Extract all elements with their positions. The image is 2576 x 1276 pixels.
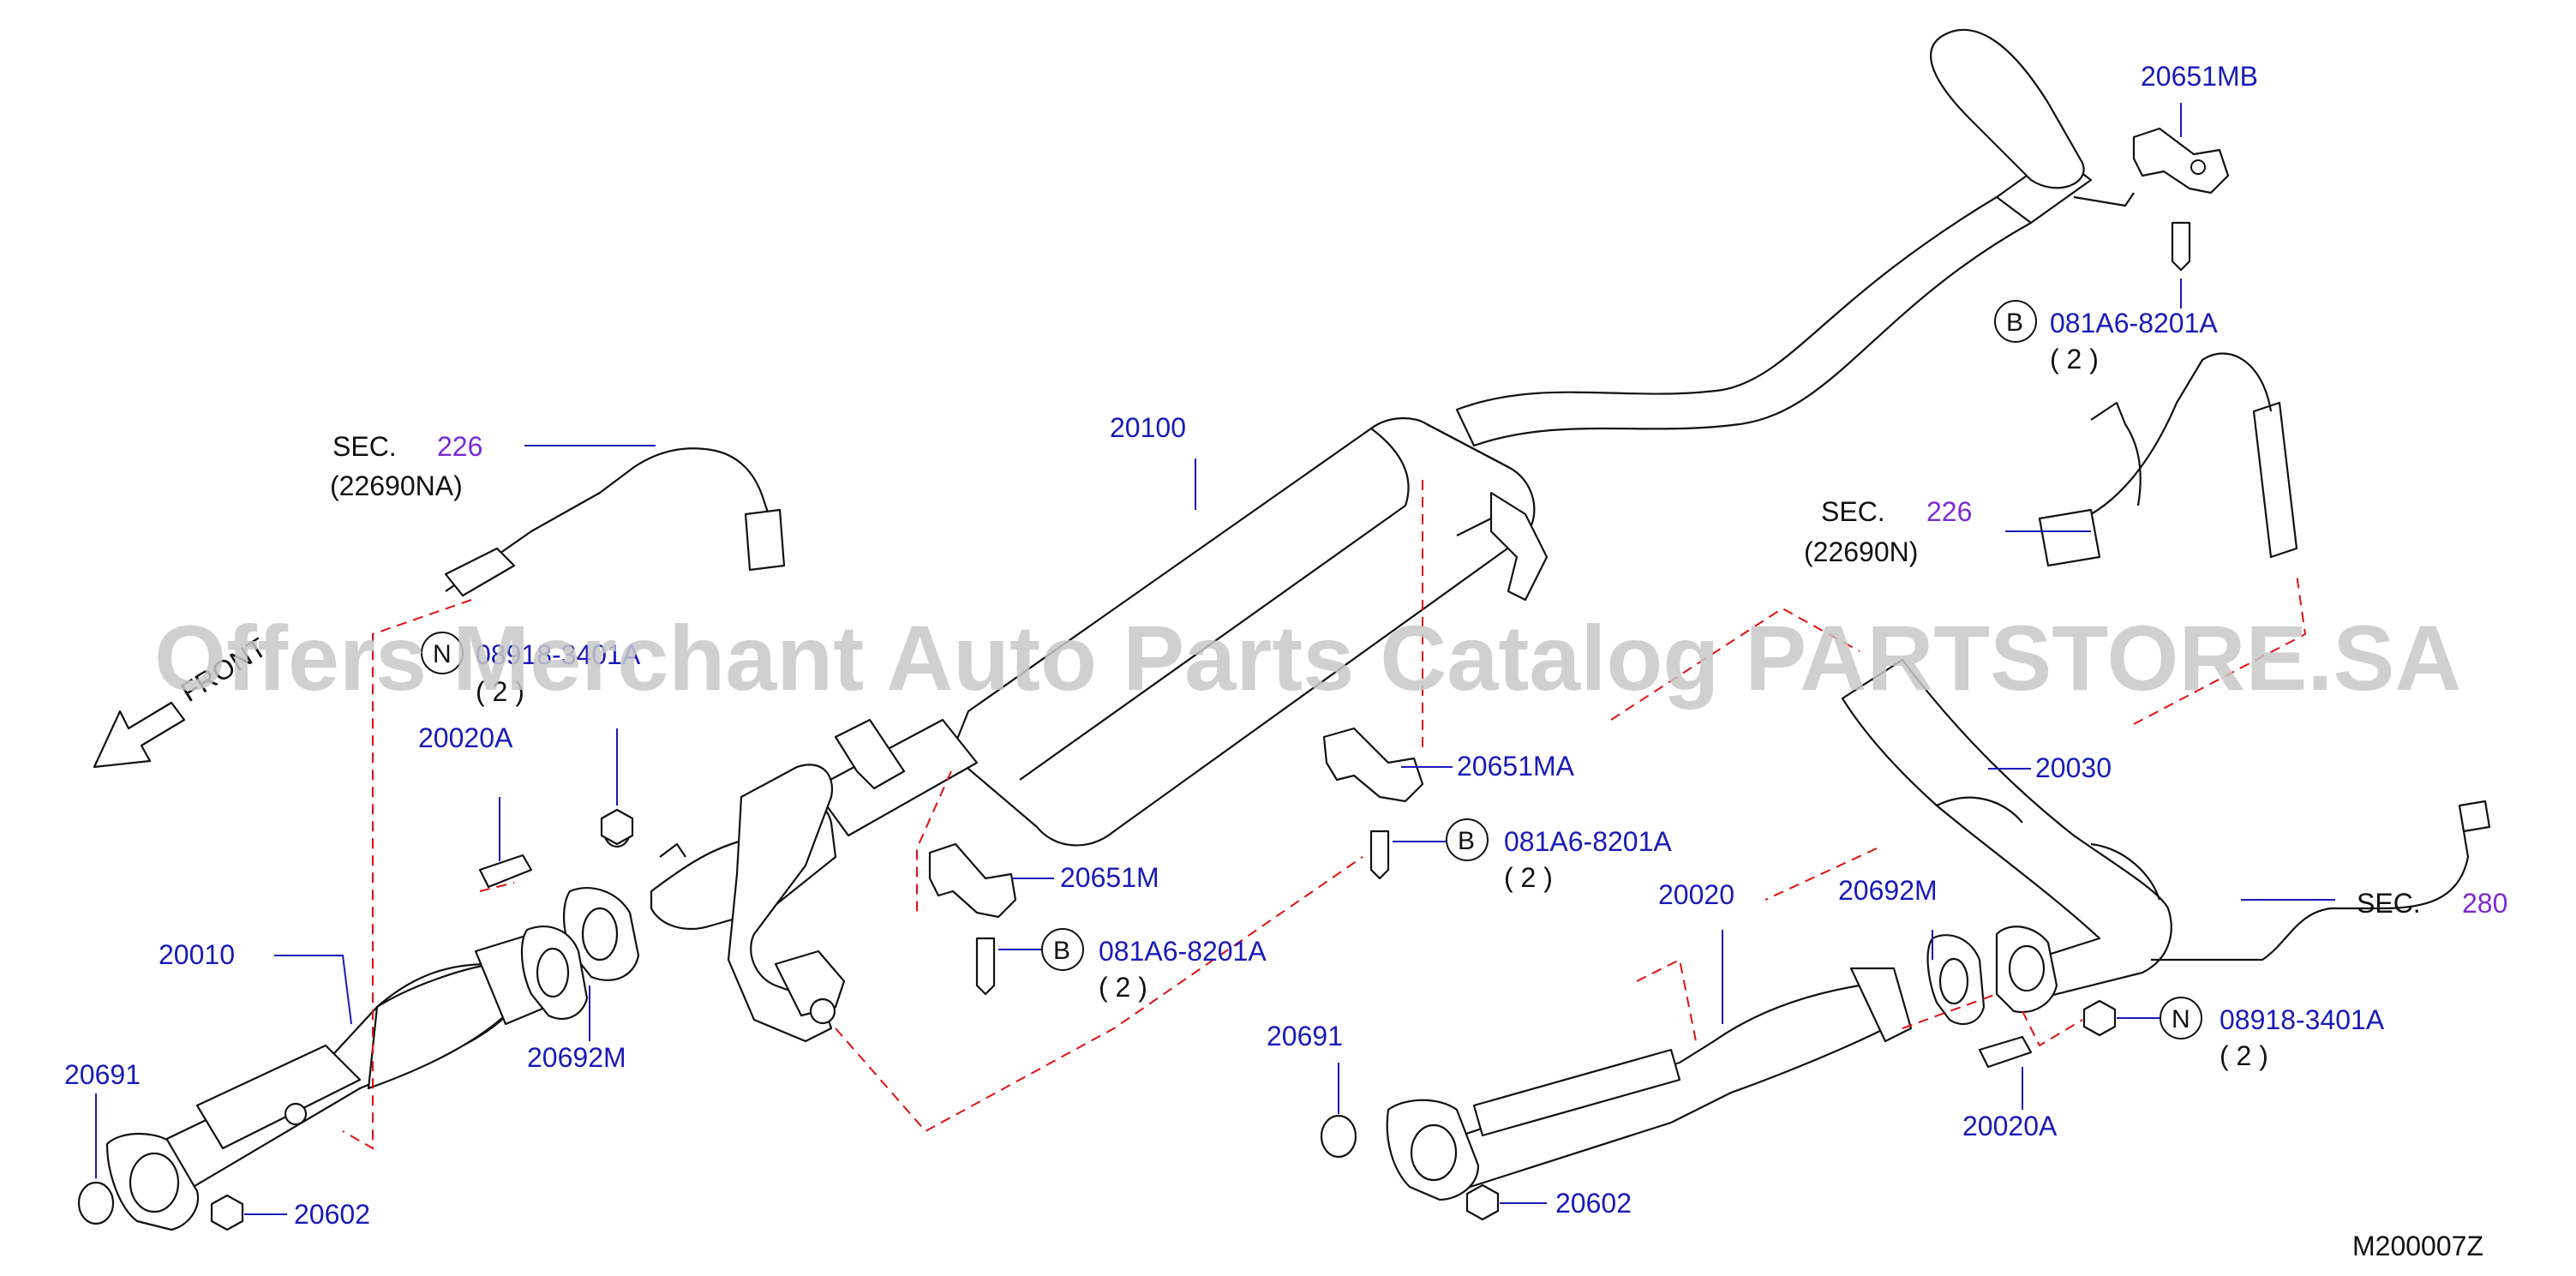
left-catalyst-pipe bbox=[105, 932, 559, 1231]
label-20020A-left: 20020A bbox=[418, 722, 513, 753]
sec-label-left: SEC. bbox=[332, 431, 397, 462]
svg-text:( 2 ): ( 2 ) bbox=[476, 676, 524, 707]
stud-right bbox=[1978, 1035, 2033, 1069]
sec-226-right-sub: (22690N) bbox=[1804, 536, 1918, 567]
assembly-lines bbox=[342, 480, 2307, 1150]
label-20651M: 20651M bbox=[1060, 862, 1159, 893]
sec-226-left: 226 bbox=[437, 431, 482, 462]
svg-text:N: N bbox=[433, 640, 452, 668]
ring-gasket-right bbox=[1320, 1114, 1357, 1159]
bolt-symbol-circle bbox=[1446, 818, 1489, 861]
nut-right bbox=[2082, 999, 2117, 1037]
svg-text:N: N bbox=[2172, 1005, 2190, 1033]
svg-text:( 2 ): ( 2 ) bbox=[1504, 862, 1553, 893]
ring-gasket-left bbox=[77, 1181, 115, 1225]
label-20020A-right: 20020A bbox=[1962, 1111, 2058, 1141]
sec-280: 280 bbox=[2462, 888, 2507, 919]
sec-label-280: SEC. bbox=[2357, 888, 2421, 919]
svg-text:B: B bbox=[2006, 309, 2023, 337]
nut-20602-left bbox=[210, 1194, 244, 1231]
label-20010: 20010 bbox=[159, 939, 235, 970]
label-20691-left: 20691 bbox=[64, 1059, 141, 1090]
sec-label-right: SEC. bbox=[1821, 496, 1885, 527]
svg-text:( 2 ): ( 2 ) bbox=[2220, 1040, 2268, 1071]
leader-lines bbox=[95, 103, 2335, 1215]
bolt-symbol-circle bbox=[1994, 300, 2037, 343]
svg-text:B: B bbox=[1458, 827, 1475, 855]
bolt-symbol-circle bbox=[1041, 928, 1084, 971]
svg-text:081A6-8201A: 081A6-8201A bbox=[1099, 936, 1267, 967]
bolt-callout-mid: B 081A6-8201A ( 2 ) bbox=[1446, 818, 1672, 893]
nut-20602-right bbox=[1465, 1183, 1500, 1221]
svg-text:08918-3401A: 08918-3401A bbox=[476, 639, 641, 670]
bolt-callout-top: B 081A6-8201A ( 2 ) bbox=[1994, 300, 2218, 374]
svg-text:B: B bbox=[1053, 937, 1070, 965]
bolt-callout-low: B 081A6-8201A ( 2 ) bbox=[1041, 928, 1267, 1003]
nut-callout-right: N 08918-3401A ( 2 ) bbox=[2160, 997, 2385, 1071]
watermark: Offers Merchant Auto Parts Catalog PARTS… bbox=[154, 606, 2461, 710]
svg-text:081A6-8201A: 081A6-8201A bbox=[1504, 826, 1672, 857]
label-20692M-left: 20692M bbox=[527, 1042, 626, 1073]
label-20651MB: 20651MB bbox=[2141, 61, 2258, 92]
fastener-callouts: B 081A6-8201A ( 2 ) B 081A6-8201A ( 2 ) … bbox=[421, 300, 2385, 1071]
svg-text:08918-3401A: 08918-3401A bbox=[2220, 1004, 2385, 1035]
section-refs: SEC. 226 (22690NA) SEC. 226 (22690N) SEC… bbox=[330, 431, 2507, 919]
svg-text:( 2 ): ( 2 ) bbox=[2050, 344, 2099, 374]
nut-symbol-circle bbox=[421, 632, 464, 674]
sec-226-left-sub: (22690NA) bbox=[330, 470, 463, 501]
right-pipes bbox=[1386, 658, 2172, 1201]
muffler-assembly bbox=[812, 28, 2135, 847]
oxygen-sensors bbox=[444, 352, 2491, 961]
label-20602-left: 20602 bbox=[294, 1199, 370, 1230]
label-20692M-right: 20692M bbox=[1838, 875, 1938, 906]
sec-226-right: 226 bbox=[1926, 496, 1972, 527]
nut-upper-left bbox=[600, 808, 634, 846]
label-20030: 20030 bbox=[2035, 752, 2112, 783]
diagram-code: M200007Z bbox=[2352, 1231, 2483, 1261]
stud-left bbox=[478, 854, 533, 889]
front-y-pipe bbox=[602, 764, 846, 1043]
gaskets bbox=[77, 887, 1986, 1225]
svg-text:081A6-8201A: 081A6-8201A bbox=[2050, 308, 2218, 338]
front-arrow-icon bbox=[93, 701, 186, 769]
label-20020: 20020 bbox=[1658, 879, 1734, 910]
label-20100: 20100 bbox=[1110, 412, 1186, 443]
nut-callout-left: N 08918-3401A ( 2 ) bbox=[421, 632, 641, 707]
small-parts bbox=[210, 127, 2230, 1231]
svg-text:( 2 ): ( 2 ) bbox=[1099, 972, 1147, 1003]
nut-symbol-circle bbox=[2160, 997, 2202, 1039]
label-20651MA: 20651MA bbox=[1457, 751, 1575, 782]
label-20691-right: 20691 bbox=[1267, 1021, 1343, 1051]
label-20602-right: 20602 bbox=[1555, 1188, 1632, 1219]
part-labels: 20100 20651MB 20651MA 20651M 20030 20020… bbox=[64, 61, 2258, 1230]
